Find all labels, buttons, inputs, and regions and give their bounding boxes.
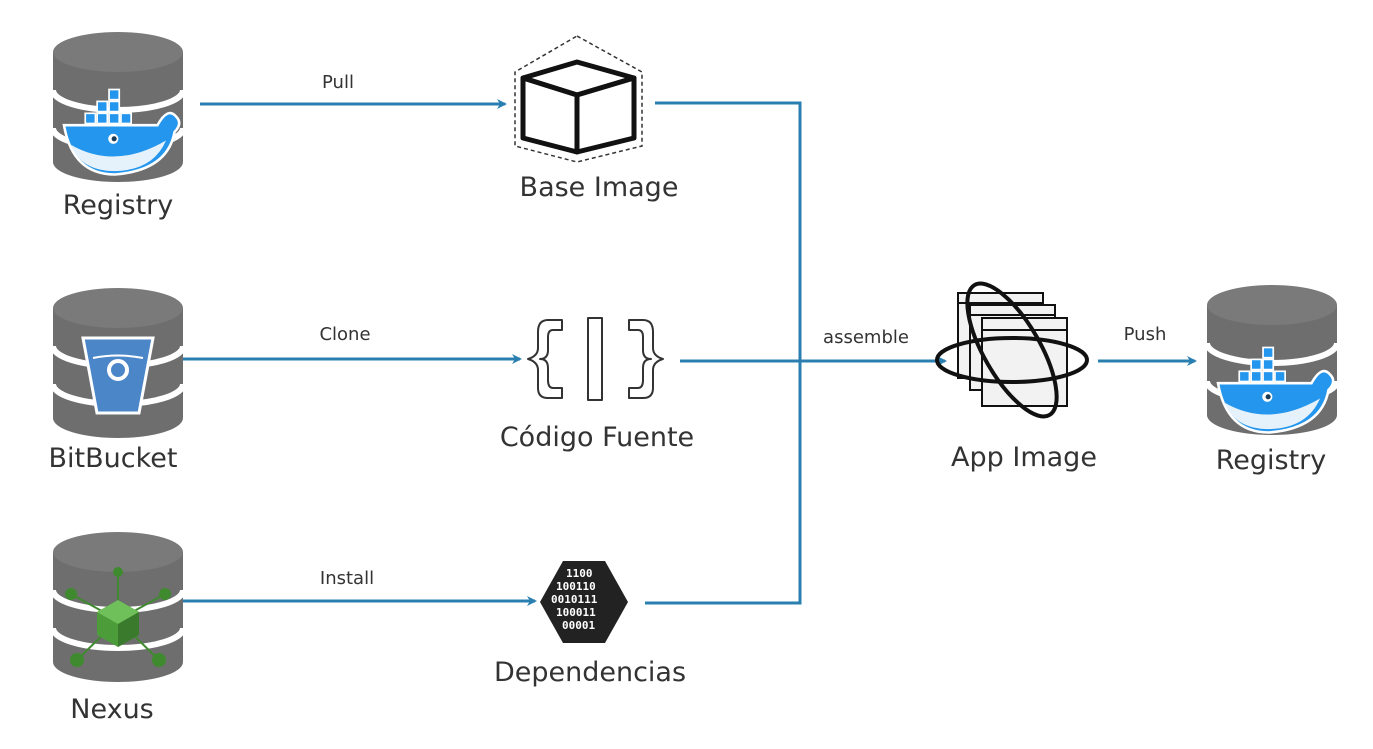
svg-text:100110: 100110 bbox=[556, 580, 596, 593]
connectors bbox=[180, 99, 1197, 606]
nexus-cube-database-icon bbox=[53, 532, 183, 682]
svg-text:0010111: 0010111 bbox=[551, 593, 598, 606]
nexus-node: Nexus bbox=[53, 532, 183, 725]
pull-label: Pull bbox=[322, 72, 354, 93]
merge-bracket-line bbox=[645, 101, 802, 605]
registry-target-node: Registry bbox=[1207, 285, 1337, 476]
push-label: Push bbox=[1124, 324, 1167, 345]
app-image-node: App Image bbox=[935, 281, 1097, 473]
nexus-label: Nexus bbox=[70, 694, 154, 725]
app-image-label: App Image bbox=[951, 442, 1097, 473]
base-image-node: Base Image bbox=[514, 35, 679, 203]
codigo-fuente-label: Código Fuente bbox=[500, 422, 694, 453]
binary-hexagon-icon: 1100 100110 0010111 100011 00001 bbox=[540, 561, 628, 643]
registry-target-label: Registry bbox=[1216, 445, 1327, 476]
dependencias-label: Dependencias bbox=[494, 657, 686, 688]
bitbucket-bucket-database-icon bbox=[53, 288, 183, 438]
curly-braces-icon bbox=[527, 317, 664, 401]
cube-icon bbox=[514, 35, 643, 163]
bitbucket-label: BitBucket bbox=[49, 443, 178, 474]
docker-whale-database-icon bbox=[1207, 285, 1337, 435]
dependencias-node: 1100 100110 0010111 100011 00001 Depende… bbox=[494, 561, 686, 688]
svg-text:00001: 00001 bbox=[562, 619, 595, 632]
bitbucket-node: BitBucket bbox=[49, 288, 183, 474]
clone-label: Clone bbox=[319, 324, 370, 345]
svg-text:1100: 1100 bbox=[566, 567, 593, 580]
registry-source-label: Registry bbox=[63, 190, 174, 221]
codigo-fuente-node: Código Fuente bbox=[500, 317, 694, 453]
stacked-windows-orbit-icon bbox=[935, 281, 1089, 419]
assemble-label: assemble bbox=[823, 327, 909, 348]
registry-source-node: Registry bbox=[53, 32, 183, 221]
svg-text:100011: 100011 bbox=[556, 606, 596, 619]
docker-whale-database-icon bbox=[53, 32, 183, 182]
base-image-label: Base Image bbox=[520, 172, 679, 203]
install-label: Install bbox=[320, 568, 374, 589]
